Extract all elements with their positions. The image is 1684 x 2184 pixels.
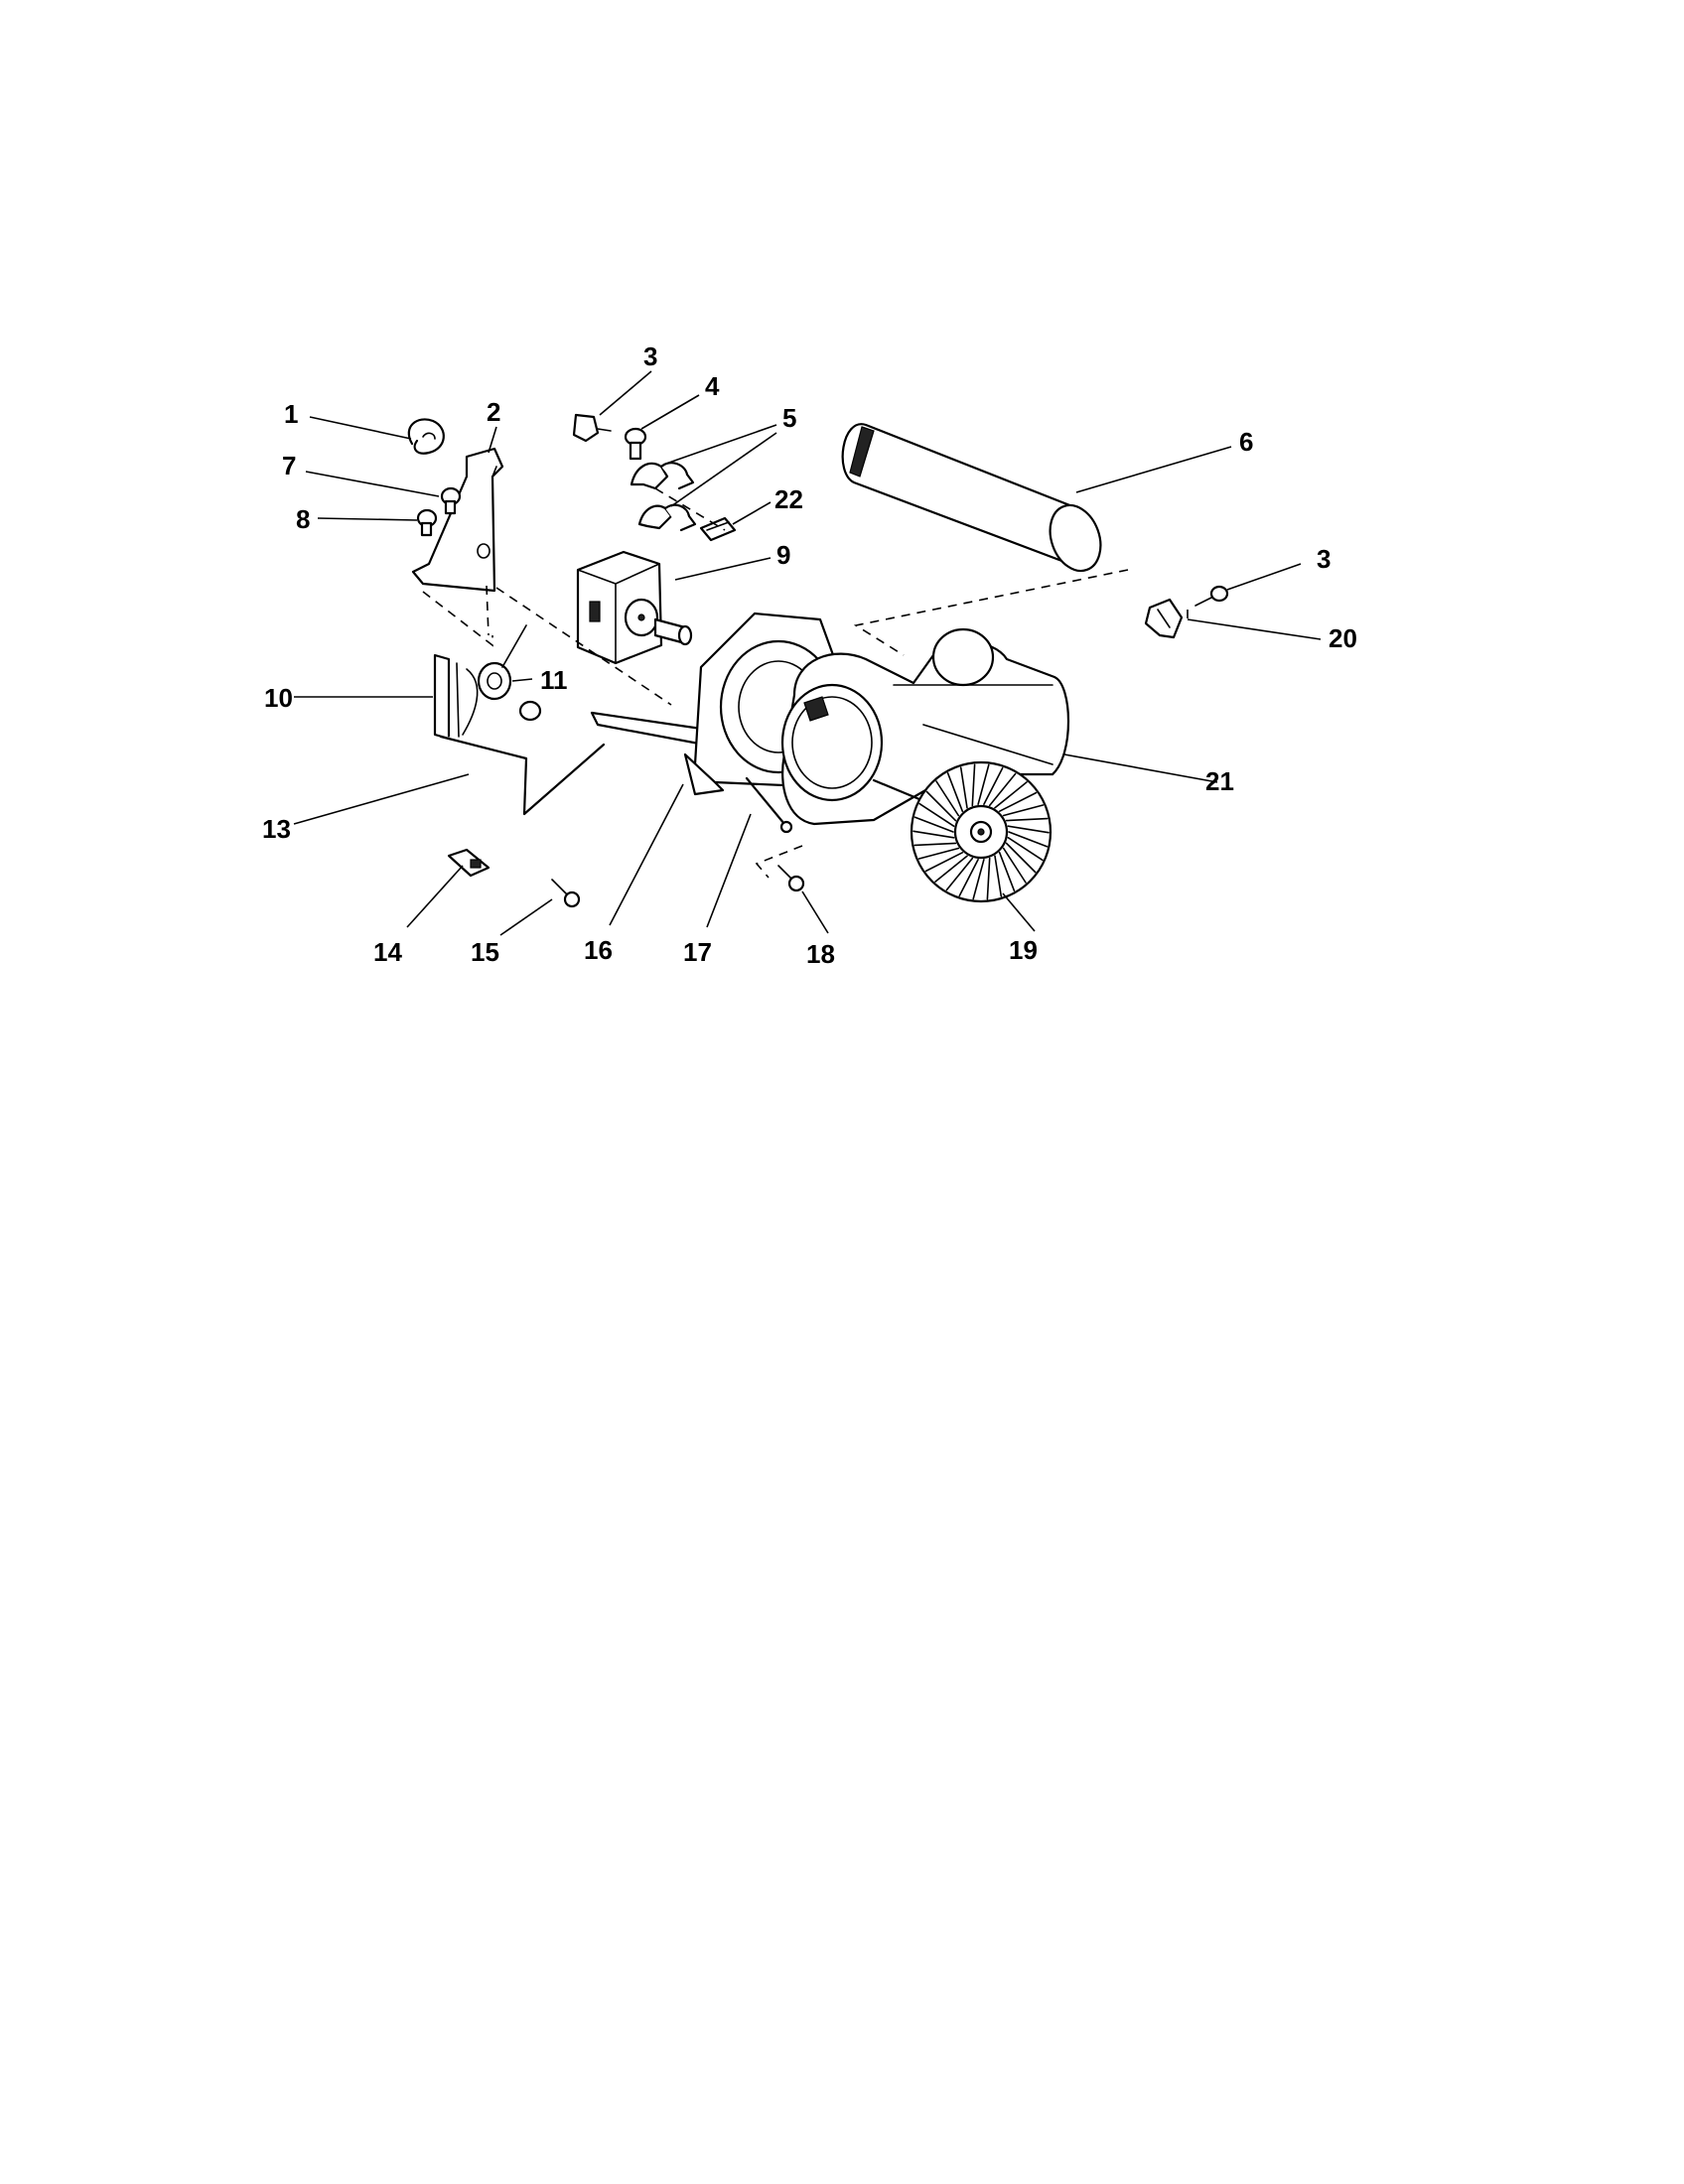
- fan-blade: [924, 851, 964, 873]
- fan-blade: [918, 802, 955, 828]
- part-3-screw-right: [1194, 585, 1229, 607]
- callout-7: 7: [282, 451, 296, 480]
- part-17-bolt: [745, 776, 793, 834]
- part-2-bracket: [411, 447, 504, 593]
- fan-blades: [912, 763, 1050, 900]
- callout-14: 14: [373, 937, 402, 967]
- part-14-switch: [447, 848, 491, 878]
- callout-17: 17: [683, 937, 712, 967]
- callout-1: 1: [284, 399, 298, 429]
- fan-blade: [977, 763, 990, 806]
- fan-blade: [983, 766, 1004, 806]
- fan-blade: [958, 858, 979, 897]
- fan-blade: [946, 771, 964, 813]
- callout-3-top: 3: [643, 341, 657, 371]
- part-15-screw: [551, 879, 581, 908]
- part-10-element: [433, 653, 479, 741]
- callout-16: 16: [584, 935, 613, 965]
- callout-18: 18: [806, 939, 835, 969]
- part-22-connector: [699, 516, 737, 542]
- callout-labels: 1 2 3 4 5 6 7 8 22 9 3 20 10 11 21 13 14…: [262, 341, 1357, 969]
- callout-5: 5: [782, 403, 796, 433]
- callout-10: 10: [264, 683, 293, 713]
- callout-22: 22: [774, 484, 803, 514]
- fan-blade: [1007, 825, 1050, 834]
- leader-lines: [293, 370, 1322, 936]
- fan-blade: [934, 855, 968, 883]
- fan-blade: [971, 763, 976, 807]
- callout-3-right: 3: [1317, 544, 1331, 574]
- fan-blade: [986, 857, 991, 900]
- fan-blade: [1008, 831, 1049, 848]
- callout-4: 4: [705, 371, 720, 401]
- part-18-screw: [777, 865, 805, 892]
- callout-20: 20: [1329, 623, 1357, 653]
- callout-15: 15: [471, 937, 499, 967]
- part-11-pulley: [477, 624, 542, 722]
- fan-blade: [1007, 836, 1044, 862]
- callout-11: 11: [540, 665, 568, 695]
- fan-blade: [988, 772, 1017, 807]
- callout-13: 13: [262, 814, 291, 844]
- callout-2: 2: [487, 397, 500, 427]
- fan-blade: [1002, 847, 1027, 884]
- fan-blade: [913, 816, 954, 833]
- part-19-blower-wheel: [872, 760, 1052, 903]
- part-5-clamps: [630, 462, 697, 532]
- part-4-screw: [624, 427, 647, 461]
- part-6-duct: [841, 423, 1102, 573]
- callout-21: 21: [1205, 766, 1234, 796]
- callout-19: 19: [1009, 935, 1038, 965]
- fan-blade: [1002, 804, 1045, 817]
- part-21-blower-housing: [780, 627, 1069, 826]
- fan-blade: [1005, 842, 1037, 874]
- fan-blade: [998, 791, 1038, 813]
- part-20-bracket: [1144, 598, 1184, 639]
- part-8-screw: [416, 508, 438, 537]
- fan-blade: [998, 851, 1016, 892]
- callout-9: 9: [776, 540, 790, 570]
- fan-blade: [994, 781, 1028, 809]
- callout-8: 8: [296, 504, 310, 534]
- fan-blade: [925, 790, 957, 822]
- fan-blade: [913, 842, 957, 847]
- part-13-rod: [439, 735, 606, 816]
- assembly-lines: [422, 487, 1189, 879]
- fan-blade: [1005, 817, 1049, 822]
- callout-6: 6: [1239, 427, 1253, 457]
- fan-blade: [935, 780, 960, 817]
- fan-blade: [912, 830, 955, 839]
- part-9-switch: [576, 550, 693, 665]
- fan-blade: [917, 847, 960, 860]
- fan-blade: [945, 857, 974, 891]
- fan-blade: [994, 855, 1003, 897]
- part-1-clip: [407, 418, 445, 455]
- part-3-screw-top: [572, 413, 612, 443]
- fan-blade: [959, 766, 968, 809]
- part-7-screw: [440, 486, 462, 515]
- fan-blade: [972, 858, 985, 900]
